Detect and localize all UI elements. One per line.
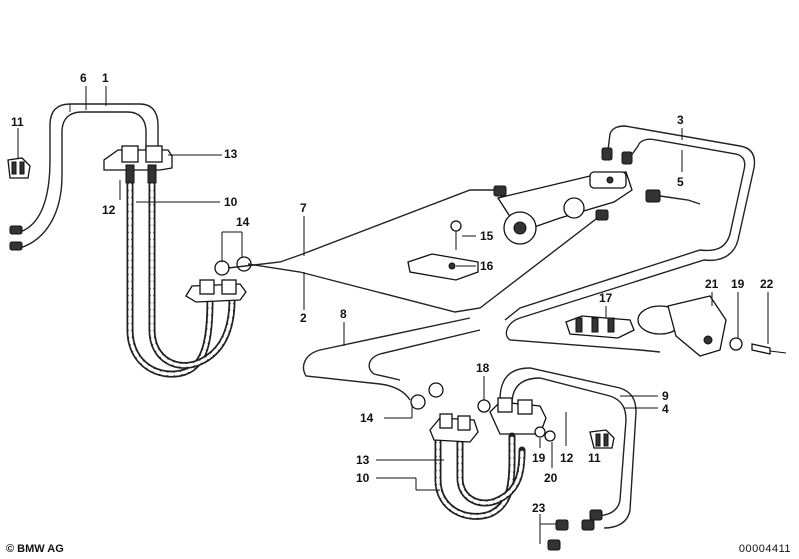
hose-bracket-rear bbox=[477, 397, 556, 442]
callout-12-left: 12 bbox=[102, 203, 116, 217]
brake-pipe-8 bbox=[302, 317, 481, 401]
hose-bracket-lower-rear bbox=[410, 382, 479, 443]
callout-12-rear: 12 bbox=[560, 451, 574, 465]
callout-11-left: 11 bbox=[11, 115, 24, 129]
pipe-clip-11-left bbox=[7, 157, 31, 179]
bracket-plate-16 bbox=[407, 253, 479, 281]
callout-3: 3 bbox=[677, 113, 684, 127]
callout-4: 4 bbox=[662, 402, 669, 416]
copyright-brand: © BMW AG bbox=[6, 543, 64, 555]
callout-23: 23 bbox=[532, 501, 546, 515]
flex-hose-rear bbox=[434, 426, 526, 520]
brake-pipe-3-5 bbox=[504, 125, 756, 353]
callout-10-rear: 10 bbox=[356, 471, 370, 485]
callout-17: 17 bbox=[599, 291, 613, 305]
callout-11-rear: 11 bbox=[588, 451, 601, 465]
callout-21: 21 bbox=[705, 277, 719, 291]
callout-1: 1 bbox=[102, 71, 109, 85]
callout-18: 18 bbox=[476, 361, 490, 375]
hose-bracket-left bbox=[103, 145, 173, 184]
flex-hose-left bbox=[126, 181, 236, 378]
pipe-clip-11-rear bbox=[589, 429, 615, 449]
pipe-clip-17 bbox=[565, 315, 635, 339]
callout-13-left: 13 bbox=[224, 147, 238, 161]
front-left-brake-pipes bbox=[19, 103, 159, 249]
callout-19-bottom: 19 bbox=[532, 451, 546, 465]
callout-22: 22 bbox=[760, 277, 774, 291]
callout-16: 16 bbox=[480, 259, 494, 273]
bleed-screw-23 bbox=[547, 519, 569, 551]
brake-pressure-regulator bbox=[637, 295, 787, 357]
callout-19-top: 19 bbox=[731, 277, 745, 291]
callout-15: 15 bbox=[480, 229, 494, 243]
brake-master-cylinder bbox=[493, 171, 633, 245]
callout-8: 8 bbox=[340, 307, 347, 321]
brake-pipe-9-4 bbox=[499, 367, 637, 531]
callout-20: 20 bbox=[544, 471, 558, 485]
callout-2: 2 bbox=[300, 311, 307, 325]
callout-14-left: 14 bbox=[236, 215, 250, 229]
fitting-left-1 bbox=[9, 225, 23, 251]
callout-6: 6 bbox=[80, 71, 87, 85]
leader-lines bbox=[17, 86, 769, 544]
callout-9: 9 bbox=[662, 389, 669, 403]
callout-5: 5 bbox=[677, 175, 684, 189]
callout-10-left: 10 bbox=[224, 195, 238, 209]
callout-13-rear: 13 bbox=[356, 453, 370, 467]
hose-bracket-lower-left bbox=[185, 256, 252, 303]
callout-14-rear: 14 bbox=[360, 411, 374, 425]
callout-7: 7 bbox=[300, 201, 307, 215]
screw-15 bbox=[450, 220, 462, 250]
document-id: 00004411 bbox=[738, 543, 791, 555]
